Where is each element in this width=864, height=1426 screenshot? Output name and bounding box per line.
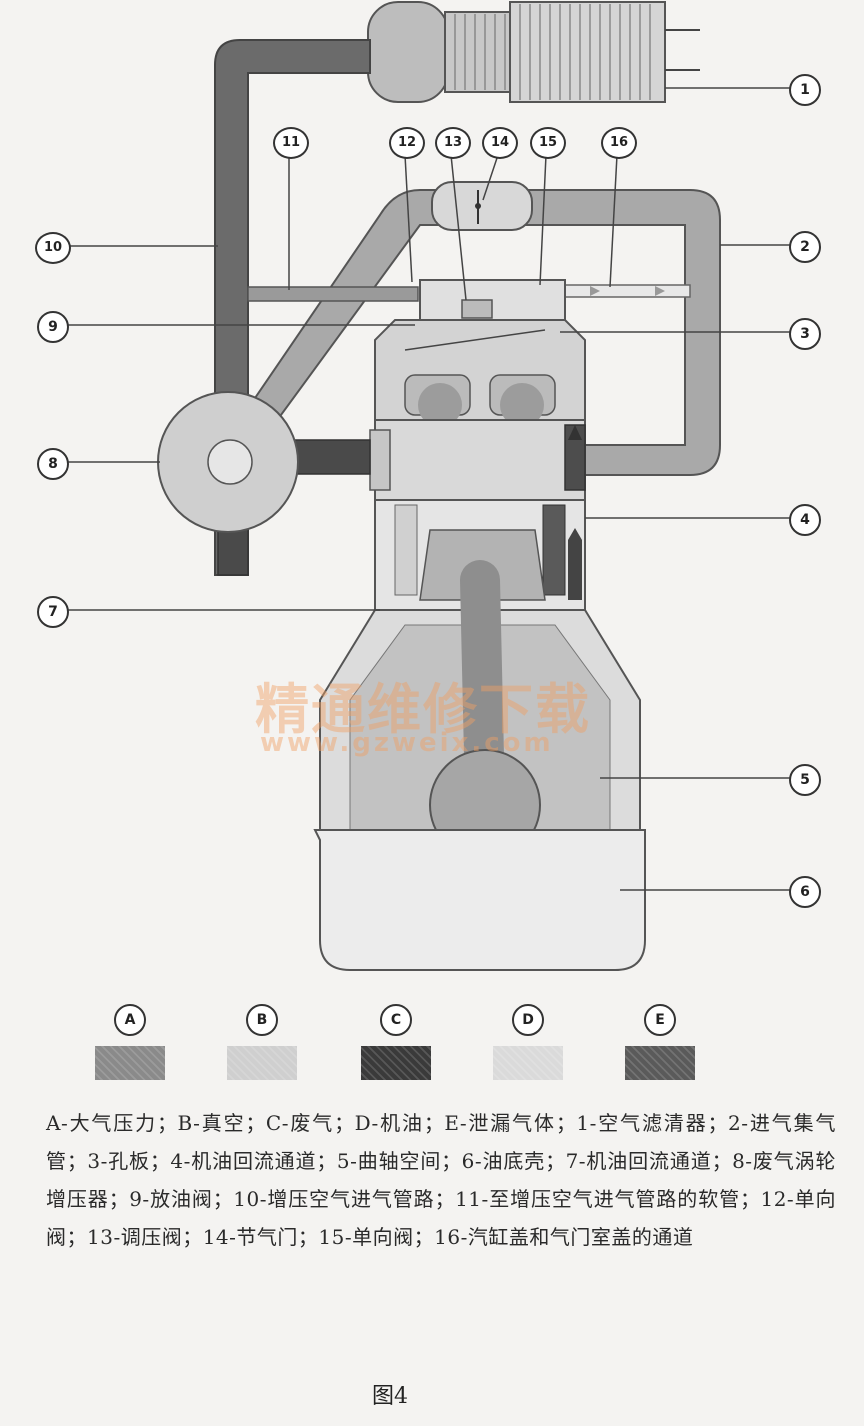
throttle-body <box>431 181 533 231</box>
figure-caption: A-大气压力；B-真空；C-废气；D-机油；E-泄漏气体；1-空气滤清器；2-进… <box>46 1111 836 1249</box>
legend-item-c: C <box>356 1000 436 1080</box>
figure-label: 图4 <box>372 1384 408 1409</box>
legend-letter: C <box>380 1004 412 1036</box>
legend-item-b: B <box>222 1000 302 1080</box>
callout-10: 10 <box>35 232 71 264</box>
callout-11: 11 <box>273 127 309 159</box>
legend-letter: B <box>246 1004 278 1036</box>
legend-item-a: A <box>90 1000 170 1080</box>
callout-12: 12 <box>389 127 425 159</box>
callout-9: 9 <box>37 311 69 343</box>
cylinder-block <box>374 419 586 501</box>
callout-4: 4 <box>789 504 821 536</box>
air-filter <box>367 1 700 103</box>
legend-letter: D <box>512 1004 544 1036</box>
legend-swatch <box>625 1046 695 1080</box>
legend-swatch <box>95 1046 165 1080</box>
callout-14: 14 <box>482 127 518 159</box>
legend-swatch <box>227 1046 297 1080</box>
callout-1: 1 <box>789 74 821 106</box>
legend-item-e: E <box>620 1000 700 1080</box>
head-cover-passage <box>559 284 691 298</box>
callout-5: 5 <box>789 764 821 796</box>
callout-6: 6 <box>789 876 821 908</box>
hose-to-boost-pipe <box>247 286 419 302</box>
turbocharger <box>157 391 299 533</box>
intake-manifold <box>238 189 721 476</box>
callout-13: 13 <box>435 127 471 159</box>
exhaust-pipe <box>289 439 371 475</box>
legend: A B C D E <box>0 1000 864 1100</box>
engine-crankcase-ventilation-diagram <box>65 1 790 971</box>
legend-swatch <box>493 1046 563 1080</box>
oil-pan <box>313 829 646 971</box>
watermark-text: 精通维修下载 <box>255 677 591 741</box>
legend-swatch <box>361 1046 431 1080</box>
legend-letter: A <box>114 1004 146 1036</box>
legend-letter: E <box>644 1004 676 1036</box>
legend-item-d: D <box>488 1000 568 1080</box>
callout-16: 16 <box>601 127 637 159</box>
callout-7: 7 <box>37 596 69 628</box>
callout-15: 15 <box>530 127 566 159</box>
callout-3: 3 <box>789 318 821 350</box>
callout-8: 8 <box>37 448 69 480</box>
watermark-url: www.gzweix.com <box>260 728 554 758</box>
callout-2: 2 <box>789 231 821 263</box>
